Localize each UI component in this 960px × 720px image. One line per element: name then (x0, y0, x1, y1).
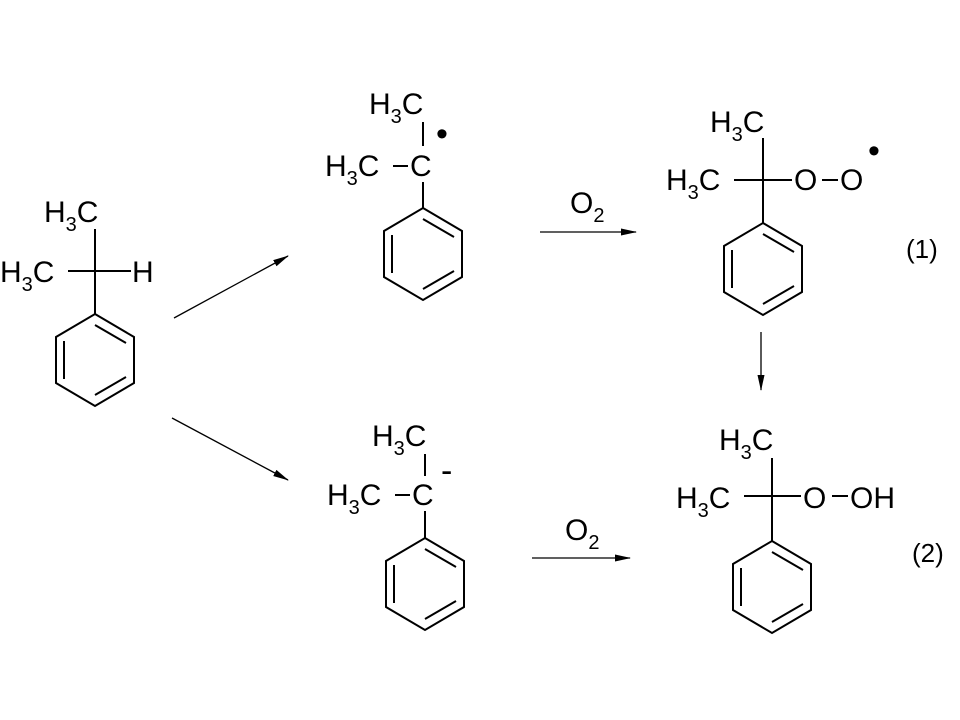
arrow-to-anion (171, 417, 289, 481)
arrow-to-radical (173, 255, 289, 319)
benzene-ring (385, 536, 465, 632)
anion-center-carbon: C (412, 479, 434, 512)
peroxy-methyl-top: H3C (710, 106, 764, 146)
reagent-o2-bottom: O2 (565, 514, 599, 554)
peroxy-radical-dot: • (868, 132, 880, 170)
hydroperoxide-methyl-left: H3C (676, 482, 730, 522)
cumyl-anion-molecule: H3C H3C C - (327, 420, 465, 632)
equation-label-2: (2) (912, 538, 944, 568)
radical-methyl-left: H3C (325, 150, 379, 190)
cumene-hydrogen: H (132, 256, 154, 289)
cumene-methyl-left: H3C (0, 256, 54, 296)
reagent-o2-top: O2 (570, 187, 604, 227)
peroxy-oxygen-1: O (794, 164, 817, 197)
hydroperoxide-oxygen: O (803, 482, 826, 515)
radical-methyl-top: H3C (369, 88, 423, 128)
peroxy-oxygen-2: O (840, 164, 863, 197)
benzene-ring (732, 539, 812, 635)
benzene-ring (55, 312, 135, 408)
hydroperoxide-methyl-top: H3C (719, 424, 773, 464)
benzene-ring (723, 221, 803, 317)
cumene-methyl-top: H3C (44, 196, 98, 236)
peroxy-methyl-left: H3C (666, 164, 720, 204)
anion-methyl-left: H3C (327, 479, 381, 519)
benzene-ring (383, 206, 463, 302)
equation-label-1: (1) (906, 234, 938, 264)
anion-charge: - (441, 452, 452, 490)
radical-center-carbon: C (410, 150, 432, 183)
peroxy-radical-molecule: H3C H3C O O • (666, 106, 880, 317)
radical-dot: • (436, 115, 448, 153)
cumyl-radical-molecule: H3C H3C C • (325, 88, 463, 302)
hydroperoxide-oh: OH (850, 482, 895, 515)
hydroperoxide-molecule: H3C H3C O OH (676, 424, 895, 635)
cumene-molecule: H3C H3C H (0, 196, 154, 408)
anion-methyl-top: H3C (372, 420, 426, 460)
